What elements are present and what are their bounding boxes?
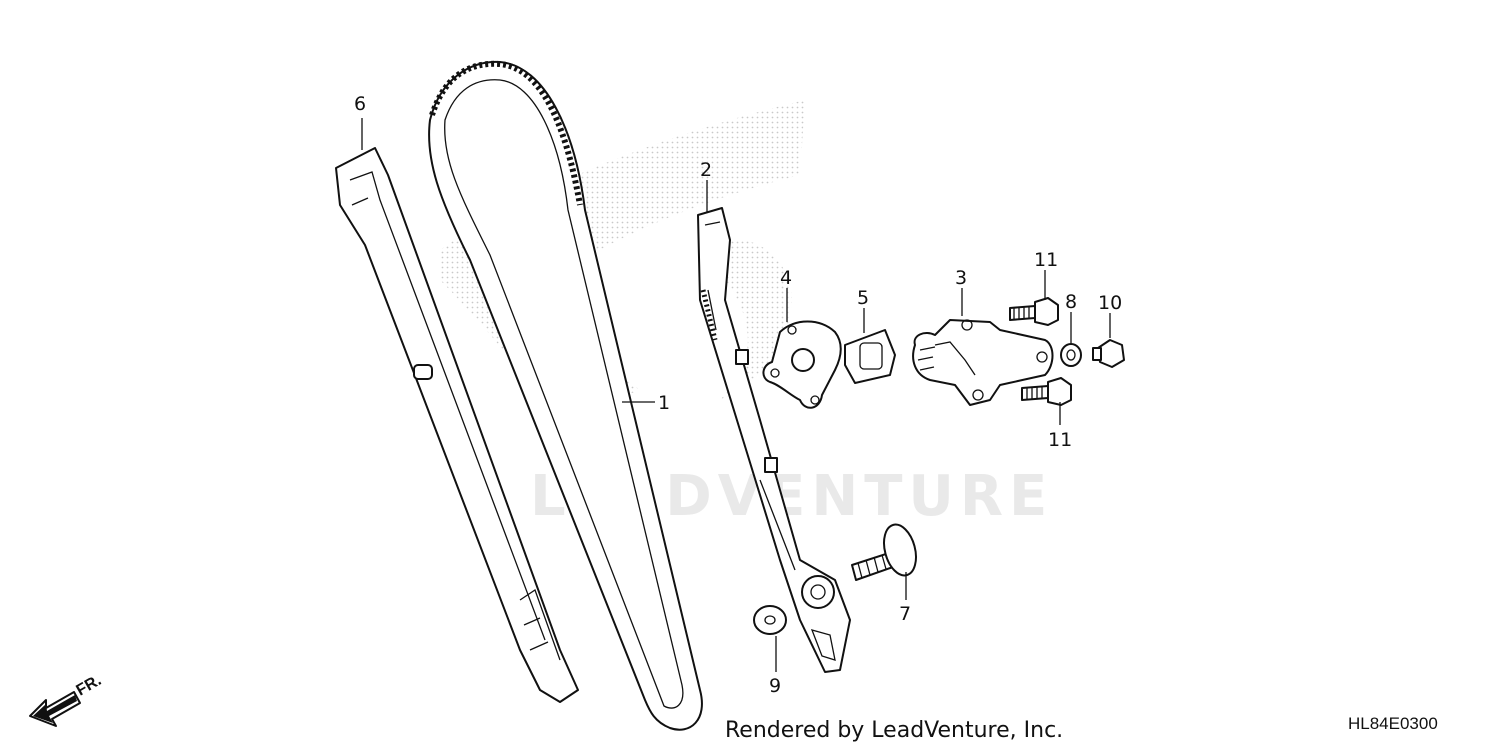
tensioner-gasket xyxy=(762,320,842,409)
cam-chain-guide xyxy=(335,147,579,703)
pivot-bolt xyxy=(851,523,917,581)
tensioner-bolt-lower xyxy=(1021,377,1072,406)
callout-part-6: 6 xyxy=(354,93,366,115)
front-direction-arrow-icon xyxy=(29,691,81,727)
tensioner-lifter xyxy=(912,319,1054,406)
diagram-code: HL84E0300 xyxy=(1348,714,1438,733)
tensioner-cushion xyxy=(844,329,896,384)
callout-part-8: 8 xyxy=(1065,291,1077,313)
tensioner-bolt-upper xyxy=(1009,297,1059,326)
front-direction-label: FR. xyxy=(74,672,105,700)
callout-part-4: 4 xyxy=(780,267,792,289)
callout-part-7: 7 xyxy=(899,603,911,625)
callout-part-3: 3 xyxy=(955,267,967,289)
callout-part-5: 5 xyxy=(857,287,869,309)
callout-part-2: 2 xyxy=(700,159,712,181)
sealing-washer xyxy=(1060,343,1082,367)
sealing-bolt xyxy=(1092,339,1125,368)
leader-lines xyxy=(361,118,1111,672)
render-credit: Rendered by LeadVenture, Inc. xyxy=(725,718,1064,743)
callout-part-1: 1 xyxy=(658,392,670,414)
callout-part-11-lower: 11 xyxy=(1048,429,1072,451)
callout-part-11-upper: 11 xyxy=(1034,249,1058,271)
tensioner-slipper xyxy=(697,207,851,673)
callout-part-10: 10 xyxy=(1098,292,1122,314)
cam-chain xyxy=(428,60,703,731)
pivot-washer xyxy=(753,605,787,635)
callout-part-9: 9 xyxy=(769,675,781,697)
